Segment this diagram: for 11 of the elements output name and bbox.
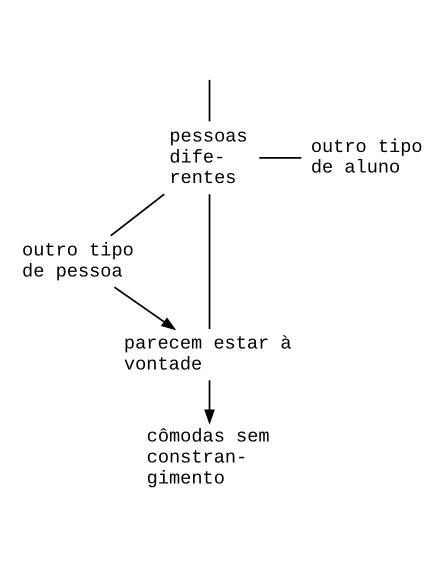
- connector: [208, 79, 210, 121]
- connector: [110, 192, 165, 236]
- node-text: parecem estar à vontade: [124, 332, 292, 376]
- node-text: outro tipo de pessoa: [22, 238, 134, 282]
- connector: [208, 194, 210, 328]
- arrow: [204, 380, 215, 424]
- connector: [259, 156, 302, 158]
- arrow: [114, 286, 176, 330]
- node-text: pessoas dife- rentes: [169, 124, 248, 189]
- node-text: cômodas sem constran- gimento: [146, 425, 270, 490]
- node-text: outro tipo de aluno: [310, 135, 423, 178]
